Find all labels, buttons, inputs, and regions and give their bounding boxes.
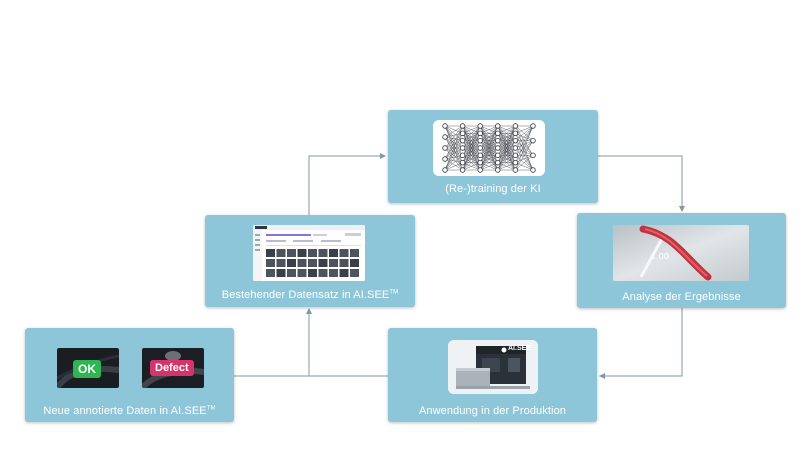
dataset-label-text: Bestehender Datensatz in AI.SEE <box>221 289 390 301</box>
node-production-use: AI.SEE Anwendung in der Produktion <box>388 328 597 422</box>
defect-sample-image: Defect <box>142 348 204 388</box>
ok-sample-image: OK <box>57 348 119 388</box>
trademark-symbol: TM <box>389 289 399 296</box>
node-new-annotated-data: OK Defect Neue annotierte Daten in AI.SE… <box>25 328 234 422</box>
node-production-use-label: Anwendung in der Produktion <box>418 405 567 417</box>
node-retraining-label: (Re-)training der KI <box>445 183 541 195</box>
machine-brand-label: AI.SEE <box>508 345 531 352</box>
node-existing-dataset-label: Bestehender Datensatz in AI.SEETM <box>205 289 415 301</box>
node-retraining: (Re-)training der KI <box>388 110 598 203</box>
arrow-analyse-to-production <box>599 308 683 379</box>
arrow-training-to-analyse <box>598 155 685 212</box>
defect-badge: Defect <box>150 360 194 376</box>
application-screenshot-icon <box>253 225 365 281</box>
new-data-label-text: Neue annotierte Daten in AI.SEE <box>43 405 207 417</box>
trademark-symbol: TM <box>206 405 216 412</box>
weld-seam-image: 1.00 <box>613 225 749 281</box>
node-existing-dataset: Bestehender Datensatz in AI.SEETM <box>205 215 415 307</box>
neural-network-icon <box>433 120 545 176</box>
node-analysis: 1.00 Analyse der Ergebnisse <box>577 213 786 308</box>
ok-badge: OK <box>73 360 101 378</box>
arrow-new-to-dataset <box>234 308 312 377</box>
node-new-annotated-data-label: Neue annotierte Daten in AI.SEETM <box>25 405 234 417</box>
weld-reading: 1.00 <box>651 252 669 261</box>
node-analysis-label: Analyse der Ergebnisse <box>622 291 741 303</box>
inspection-machine-image: AI.SEE <box>448 340 538 394</box>
arrow-dataset-to-training <box>308 153 386 215</box>
